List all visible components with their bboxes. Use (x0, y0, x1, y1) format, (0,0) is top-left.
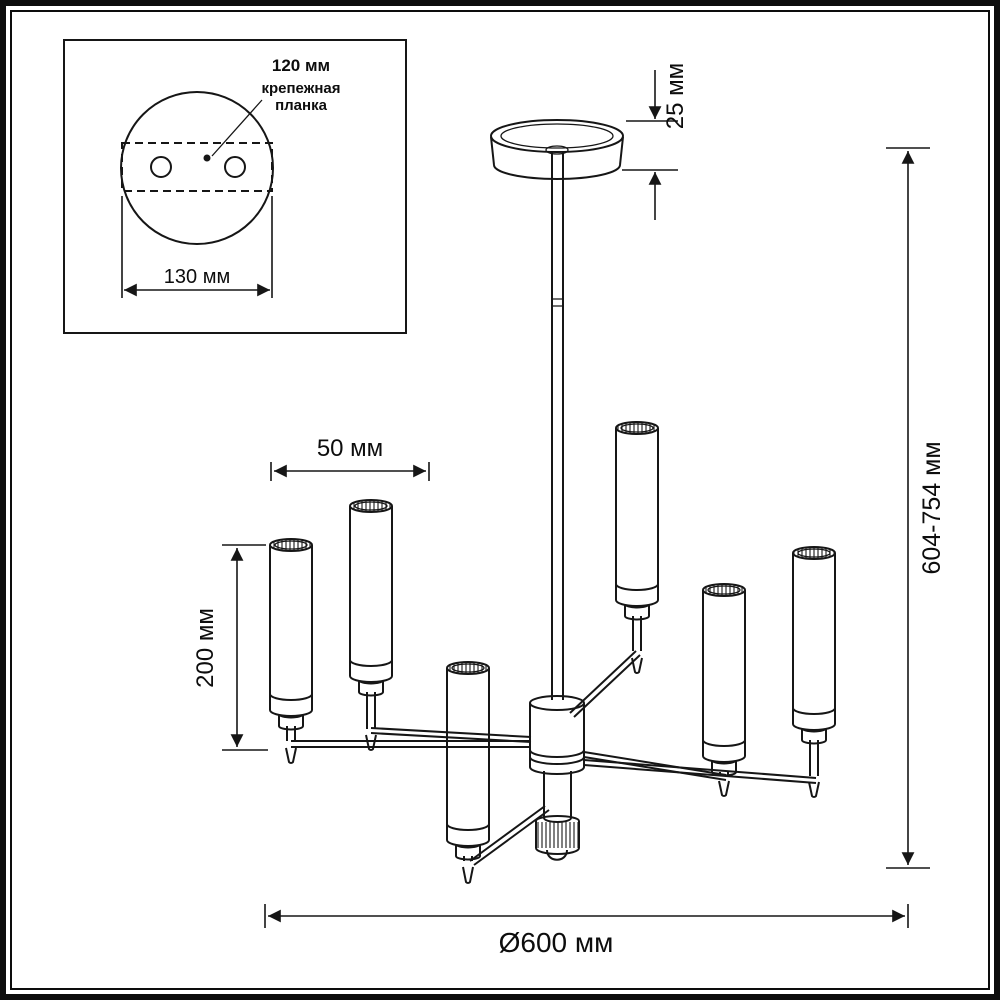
dim-604-ticks (886, 147, 930, 869)
shade-finial (285, 747, 297, 764)
arm-6 (583, 759, 817, 784)
canopy-inner-rim (500, 123, 614, 149)
hanging-rod (551, 152, 564, 700)
shade-stem (286, 726, 296, 741)
shade-1 (269, 538, 313, 764)
bracket-label-line1: крепежная (261, 80, 340, 97)
dim-200-label: 200 мм (192, 608, 219, 688)
mount-plate-circle (120, 91, 274, 245)
finial-tip (546, 849, 568, 861)
shade-inner-rim (797, 548, 831, 558)
shade-body (615, 428, 659, 607)
shade-inner-rim (620, 423, 654, 433)
shade-body (702, 590, 746, 763)
shade-2 (349, 499, 393, 751)
dim-604-label: 604-754 мм (918, 441, 946, 574)
shade-inner-rim (707, 585, 741, 595)
ceiling-canopy (490, 119, 624, 180)
shade-finial (365, 734, 377, 751)
dim-600-ticks (264, 904, 909, 928)
inset-border (63, 39, 407, 334)
shade-stem (366, 692, 376, 729)
bracket-label-line2: планка (275, 97, 327, 114)
dim-diameter: Ø600 мм (264, 904, 909, 958)
plate-center-dot (203, 154, 211, 162)
bracket-hole-right (224, 156, 246, 178)
shade-finial (718, 780, 730, 797)
shade-finial (462, 866, 474, 884)
shade-holder (278, 713, 304, 731)
arm-3 (469, 805, 550, 866)
dim-120-label: 120 мм (272, 56, 330, 75)
shade-body (269, 545, 313, 717)
shade-body (349, 506, 393, 683)
shade-4 (615, 421, 659, 674)
arm-1 (291, 740, 530, 748)
shade-6 (792, 546, 836, 798)
dim-130-label: 130 мм (164, 266, 230, 288)
shade-stem (719, 772, 729, 776)
bracket-hole-left (150, 156, 172, 178)
hub-stem (543, 771, 572, 823)
rod-body (551, 152, 564, 700)
dim-plate-width: 130 мм (121, 196, 273, 298)
arm-2 (370, 727, 532, 743)
shade-body (446, 668, 490, 847)
dim-200-ticks (222, 544, 268, 751)
knurled-knob-hatch (537, 822, 578, 848)
dim-overall-height: 604-754 мм (886, 147, 946, 869)
dim-130-extension-lines (121, 196, 273, 298)
shade-inner-rim (354, 501, 388, 511)
dim-canopy-height: 25 мм (622, 63, 689, 220)
dim-50-label: 50 мм (317, 435, 383, 462)
rod-mount (545, 145, 569, 155)
dim-600-label: Ø600 мм (499, 927, 614, 958)
chandelier (269, 119, 836, 884)
shade-3 (446, 661, 490, 884)
canopy-outer-rim (490, 119, 624, 153)
shade-stem (809, 740, 819, 776)
center-hub (529, 695, 585, 861)
rod-joint (552, 298, 563, 307)
shade-inner-rim (451, 663, 485, 673)
shade-finial (631, 657, 643, 674)
arm-4 (569, 650, 641, 718)
shade-stem (632, 616, 642, 651)
shade-holder (455, 843, 481, 861)
shade-body (792, 553, 836, 731)
dim-50-ticks (270, 462, 430, 481)
mount-detail-inset: 120 мм крепежная планка 130 мм (63, 39, 407, 334)
shade-holder (711, 759, 737, 777)
shade-inner-rim (274, 540, 308, 550)
dim-shade-height: 200 мм (192, 544, 268, 751)
shade-holder (801, 727, 827, 745)
shade-holder (624, 603, 650, 621)
shade-holder (358, 679, 384, 697)
hub-body (529, 703, 585, 775)
dim-25-ticks (622, 120, 678, 171)
dim-25-label: 25 мм (662, 63, 689, 129)
canopy-body (490, 136, 624, 180)
shade-stem (463, 856, 473, 861)
shade-5 (702, 583, 746, 797)
bracket-leader-line (211, 99, 263, 157)
dim-arm-offset: 50 мм (270, 435, 430, 481)
mounting-bracket-outline (121, 142, 273, 192)
shade-finial (808, 781, 820, 798)
